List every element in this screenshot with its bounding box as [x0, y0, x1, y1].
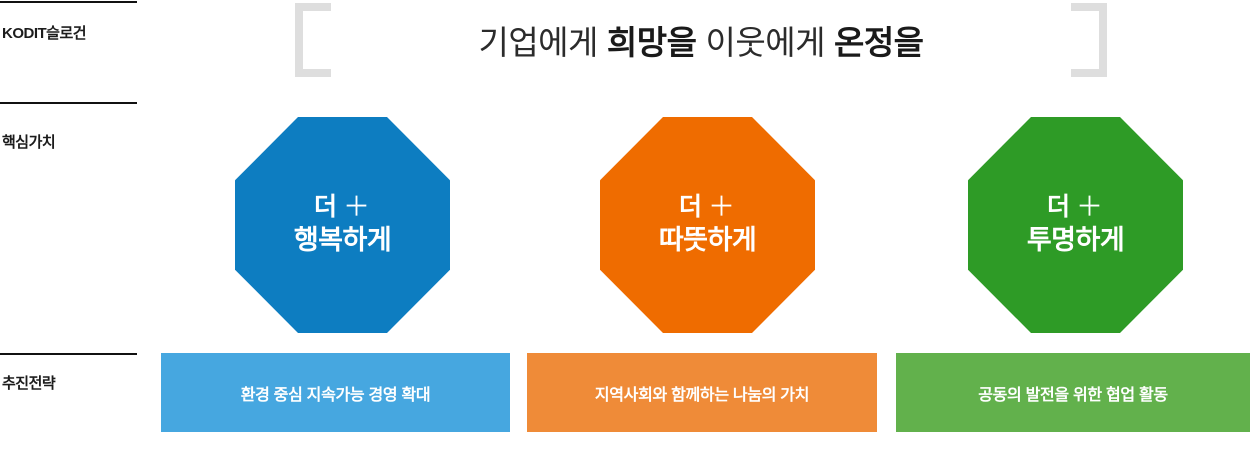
- slogan-text: 기업에게 희망을 이웃에게 온정을: [335, 3, 1067, 77]
- row-label-core-values: 핵심가치: [2, 134, 56, 151]
- bracket-right-icon: [1071, 3, 1107, 77]
- core-value-prefix-group: 더 ＋: [679, 193, 736, 223]
- core-value-prefix-group: 더 ＋: [1047, 193, 1104, 223]
- strategy-bar-cooperation: 공동의 발전을 위한 협업 활동: [896, 353, 1250, 432]
- strategy-bar-community: 지역사회와 함께하는 나눔의 가치: [527, 353, 877, 432]
- slogan-part-3: 이웃에게: [705, 24, 826, 61]
- slogan-part-4: 온정을: [833, 24, 924, 61]
- core-value-label: 행복하게: [293, 225, 392, 256]
- core-value-label: 투명하게: [1026, 225, 1125, 256]
- strategy-bar-label: 공동의 발전을 위한 협업 활동: [978, 386, 1168, 404]
- core-value-label: 따뜻하게: [658, 225, 757, 256]
- divider-slogan: [0, 1, 137, 3]
- divider-values: [0, 102, 137, 104]
- core-value-octagon-warm: 더 ＋ 따뜻하게: [600, 117, 815, 333]
- core-value-prefix: 더: [678, 192, 703, 221]
- slogan-part-2: 희망을: [606, 24, 697, 61]
- core-value-octagon-happy: 더 ＋ 행복하게: [235, 117, 450, 333]
- core-value-prefix: 더: [313, 192, 338, 221]
- bracket-left-icon: [295, 3, 331, 77]
- plus-icon: ＋: [1076, 192, 1104, 223]
- core-value-octagon-transparent: 더 ＋ 투명하게: [968, 117, 1183, 333]
- row-label-strategy: 추진전략: [2, 375, 56, 392]
- strategy-bar-label: 지역사회와 함께하는 나눔의 가치: [594, 386, 810, 404]
- strategy-bar-environment: 환경 중심 지속가능 경영 확대: [161, 353, 510, 432]
- strategy-bar-label: 환경 중심 지속가능 경영 확대: [240, 386, 431, 404]
- plus-icon: ＋: [343, 192, 371, 223]
- slogan-block: 기업에게 희망을 이웃에게 온정을: [295, 3, 1107, 77]
- core-value-prefix: 더: [1046, 192, 1071, 221]
- core-value-prefix-group: 더 ＋: [314, 193, 371, 223]
- divider-strategy: [0, 353, 137, 355]
- slogan-part-1: 기업에게: [478, 24, 598, 61]
- row-label-slogan: KODIT슬로건: [2, 25, 87, 42]
- plus-icon: ＋: [708, 192, 736, 223]
